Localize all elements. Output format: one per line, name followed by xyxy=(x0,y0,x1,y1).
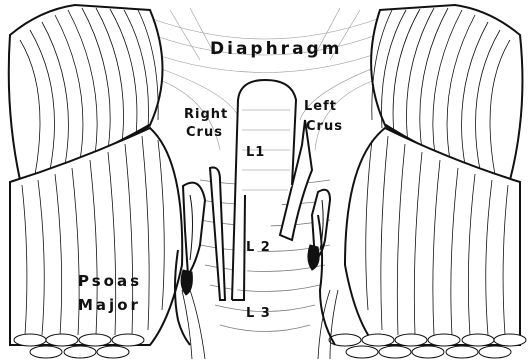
label-major: Major xyxy=(78,296,141,314)
psoas-center-lines xyxy=(182,290,338,359)
label-right-crus-2: Crus xyxy=(186,125,223,140)
label-left-crus-2: Crus xyxy=(306,119,343,134)
label-diaphragm: Diaphragm xyxy=(210,39,342,59)
label-psoas: Psoas xyxy=(78,272,142,290)
label-right-crus-1: Right xyxy=(184,107,228,122)
label-l1: L1 xyxy=(246,145,265,160)
median-arcuate xyxy=(232,80,296,300)
label-left-crus-1: Left xyxy=(304,99,337,114)
label-l3: L 3 xyxy=(246,306,271,321)
label-l2: L 2 xyxy=(246,240,271,255)
